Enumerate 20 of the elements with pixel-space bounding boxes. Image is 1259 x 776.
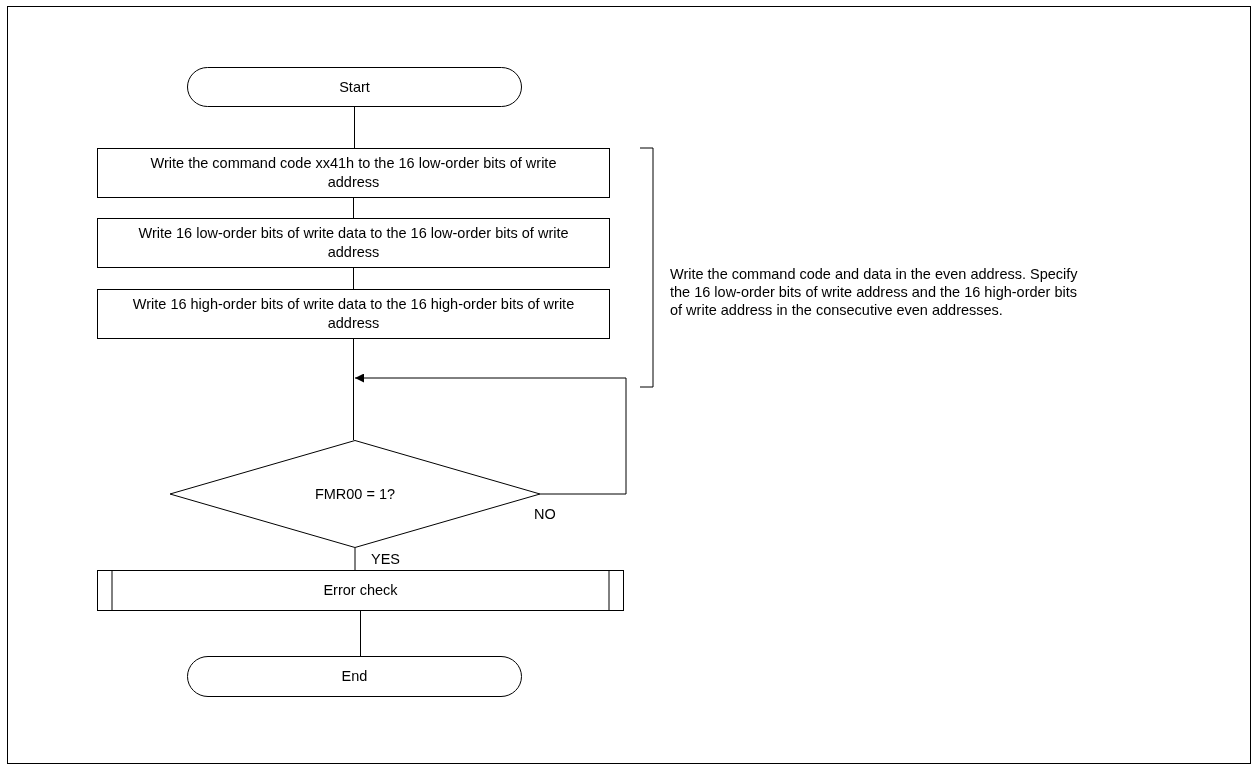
node-text: Error check (322, 581, 399, 600)
connector-line (353, 338, 354, 441)
connector-line (353, 197, 354, 219)
connector-line (360, 610, 361, 657)
connector-line (354, 547, 356, 571)
node-text: Write the command code xx41h to the 16 low-order bits of write address (149, 154, 558, 192)
process-box (97, 289, 610, 339)
predefined-process-box (97, 570, 624, 611)
connector-line (354, 106, 355, 149)
terminator-shape (187, 67, 522, 107)
connector-line (353, 267, 354, 290)
process-box (97, 148, 610, 198)
node-text: Write 16 low-order bits of write data to the 16 low-order bits of write address (137, 224, 570, 262)
node-text: Start (338, 77, 371, 97)
node-text: FMR00 = 1? (313, 484, 397, 504)
process-box (97, 218, 610, 268)
terminator-shape (187, 656, 522, 697)
node-text: Write 16 high-order bits of write data to the 16 high-order bits of write address (131, 295, 576, 333)
arrow (354, 373, 627, 495)
node-text: End (340, 667, 369, 686)
